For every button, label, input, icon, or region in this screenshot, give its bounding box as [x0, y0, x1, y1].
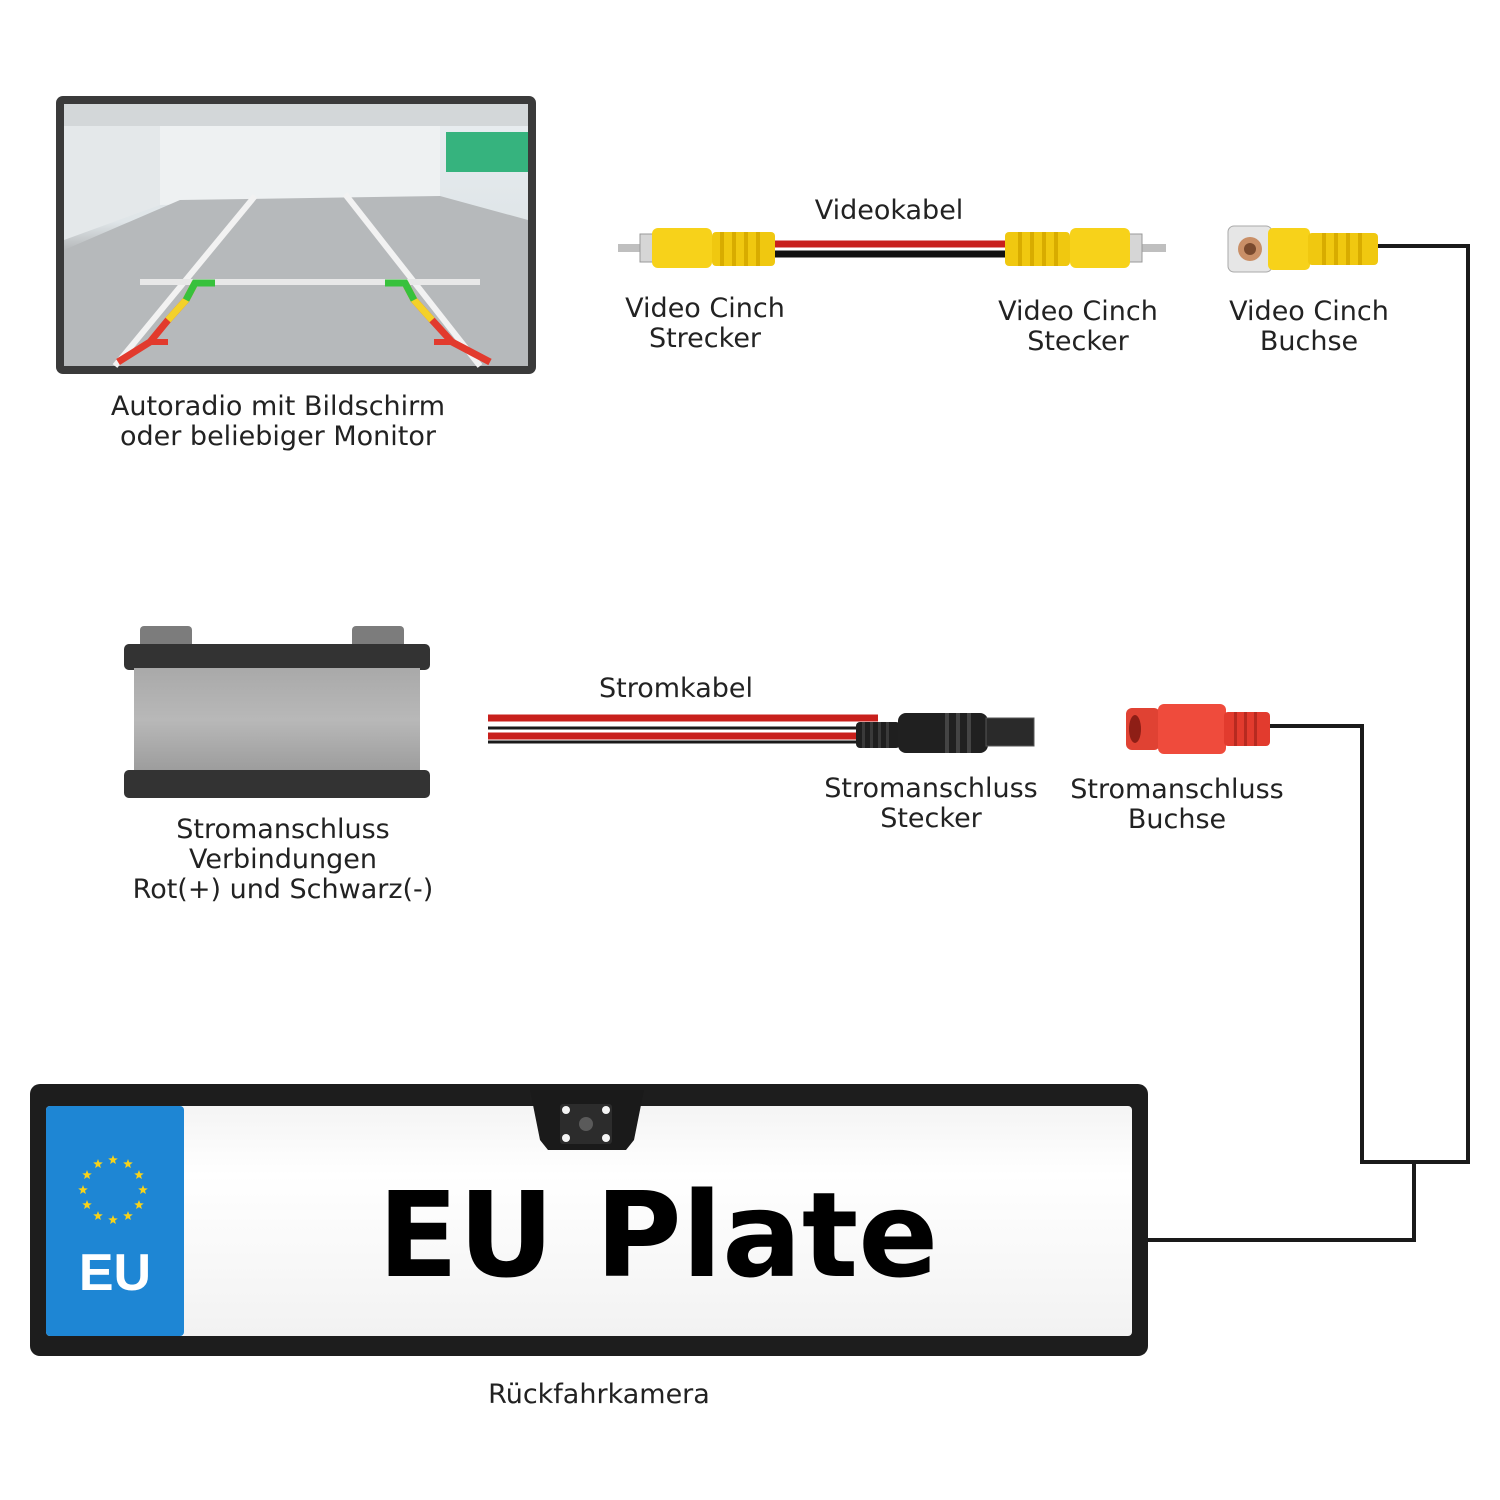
plate-country-code: EU	[79, 1244, 151, 1302]
video-socket	[1227, 225, 1378, 273]
garage-wall-left	[64, 104, 160, 240]
battery-terminal-left	[140, 626, 192, 648]
power-socket-label: Stromanschluss Buchse	[1070, 775, 1283, 835]
power-cable	[488, 704, 1270, 754]
battery-lid	[124, 644, 430, 670]
eu-star	[82, 1200, 92, 1209]
monitor-caption-line-2: oder beliebiger Monitor	[119, 421, 437, 452]
video-cable	[618, 225, 1378, 273]
eu-star	[138, 1185, 148, 1194]
eu-star	[123, 1159, 133, 1169]
monitor-caption: Autoradio mit Bildschirm oder beliebiger…	[111, 392, 445, 452]
eu-star	[123, 1211, 133, 1220]
battery-caption: Stromanschluss Verbindungen Rot(+) und S…	[133, 815, 434, 905]
camera-caption: Rückfahrkamera	[488, 1380, 710, 1410]
power-cable-title-text: Stromkabel	[598, 673, 754, 704]
power-wire	[1270, 724, 1414, 1164]
power-plug-label: Stromanschluss Stecker	[824, 774, 1037, 834]
garage-wall-back	[160, 104, 440, 205]
battery-base	[124, 770, 430, 798]
monitor-caption-line-1: Autoradio mit Bildschirm	[110, 391, 446, 422]
power-plug-label-line-2: Stecker	[880, 803, 982, 834]
video-plug-right	[1005, 228, 1166, 268]
video-plug-right-label-line-2: Stecker	[1027, 326, 1129, 357]
eu-stars-icon	[78, 1155, 148, 1224]
eu-star	[134, 1170, 144, 1179]
eu-star	[93, 1159, 103, 1169]
eu-star	[82, 1170, 92, 1179]
video-plug-right-label: Video Cinch Stecker	[998, 297, 1158, 357]
garage-ceiling	[64, 104, 528, 126]
video-plug-left	[618, 228, 775, 268]
eu-star	[134, 1200, 144, 1209]
camera-caption-text: Rückfahrkamera	[488, 1379, 710, 1410]
battery-body	[134, 668, 420, 772]
garage-exit-sign	[446, 132, 528, 172]
battery-caption-line-2: Verbindungen	[188, 844, 378, 875]
eu-star	[108, 1155, 118, 1164]
power-plug-label-line-1: Stromanschluss	[824, 773, 1038, 804]
power-plug	[856, 713, 1035, 753]
battery-caption-line-1: Stromanschluss	[176, 814, 390, 845]
battery	[124, 626, 430, 798]
plate-text: EU Plate	[378, 1166, 939, 1304]
video-cable-title: Videokabel	[815, 196, 964, 226]
video-plug-left-label-line-2: Strecker	[648, 323, 762, 354]
camera-wiring	[1140, 244, 1470, 1242]
video-cable-title-text: Videokabel	[814, 195, 964, 226]
eu-star	[108, 1215, 118, 1224]
power-socket	[1126, 704, 1270, 754]
battery-terminal-right	[352, 626, 404, 648]
video-socket-label-line-1: Video Cinch	[1229, 296, 1389, 327]
monitor	[56, 96, 536, 374]
license-plate-camera: EU EU Plate	[30, 1084, 1148, 1356]
power-socket-label-line-1: Stromanschluss	[1070, 774, 1284, 805]
guide-line-left-top	[182, 279, 215, 302]
power-socket-label-line-2: Buchse	[1127, 804, 1227, 835]
plate-inner	[46, 1106, 1132, 1336]
guide-line-right-top	[385, 279, 418, 302]
video-plug-left-label: Video Cinch Strecker	[625, 294, 785, 354]
eu-star	[78, 1185, 88, 1194]
video-wire	[1378, 244, 1470, 1164]
video-socket-label: Video Cinch Buchse	[1229, 297, 1389, 357]
power-cable-title: Stromkabel	[599, 674, 753, 704]
video-plug-left-label-line-1: Video Cinch	[625, 293, 785, 324]
camera-main-wire	[1140, 1162, 1416, 1242]
eu-star	[93, 1211, 103, 1220]
camera-lens-icon	[560, 1104, 612, 1144]
battery-caption-line-3: Rot(+) und Schwarz(-)	[132, 874, 434, 905]
video-plug-right-label-line-1: Video Cinch	[998, 296, 1158, 327]
video-socket-label-line-2: Buchse	[1259, 326, 1359, 357]
